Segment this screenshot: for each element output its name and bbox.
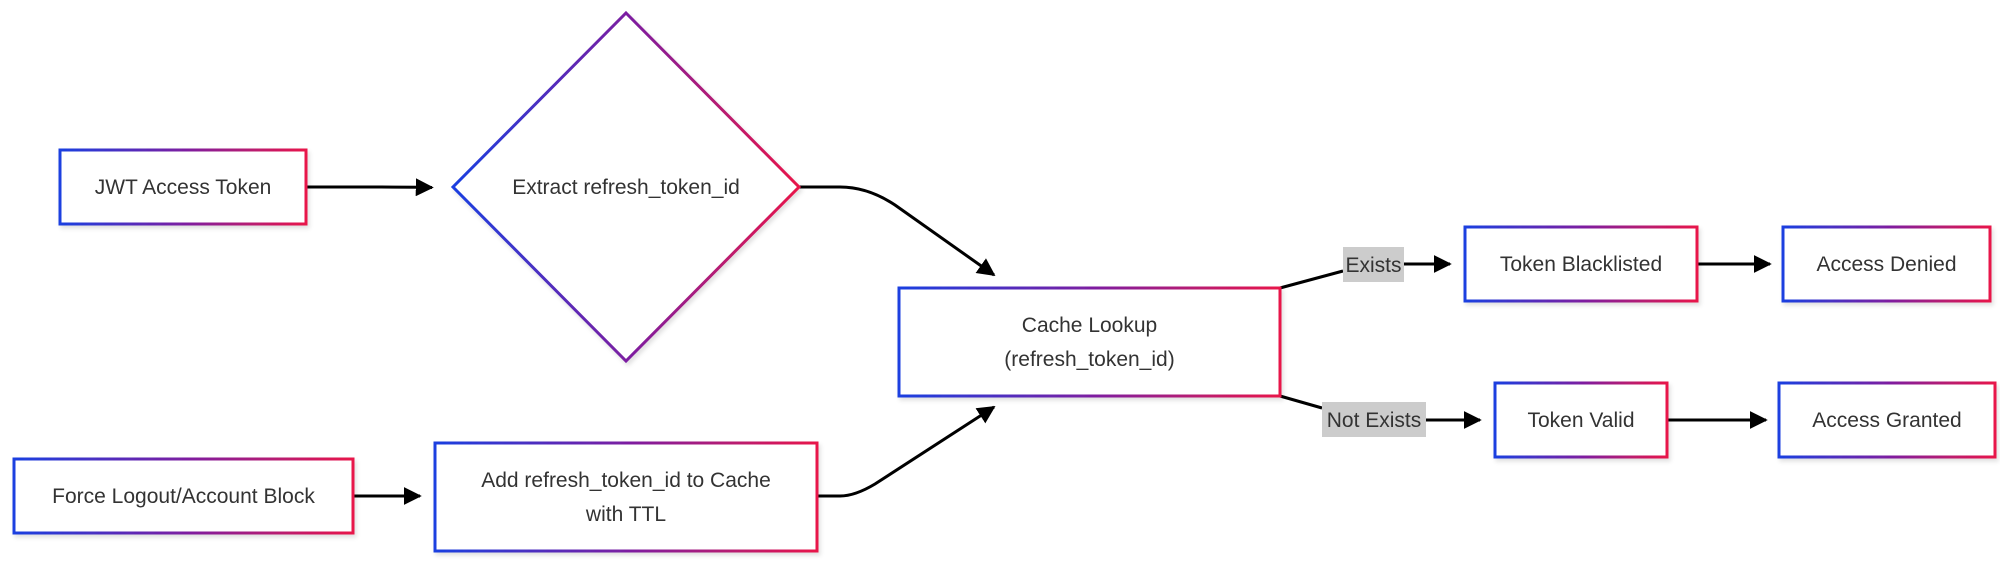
node-add-to-cache-label-line2: with TTL: [585, 503, 666, 526]
node-access-granted-label: Access Granted: [1812, 409, 1961, 432]
edge-jwt-to-extract: [306, 178, 434, 197]
node-jwt-access-token-label: JWT Access Token: [95, 176, 272, 199]
edge-extract-to-cache-lookup: [799, 185, 996, 277]
edge-label-exists-text: Exists: [1345, 254, 1401, 277]
edge-label-exists: Exists: [1343, 247, 1404, 282]
node-add-refresh-token-to-cache: Add refresh_token_id to Cache with TTL: [433, 441, 819, 553]
edge-label-not-exists: Not Exists: [1322, 402, 1426, 437]
node-token-valid-label: Token Valid: [1527, 409, 1634, 432]
node-token-blacklisted: Token Blacklisted: [1463, 225, 1699, 303]
node-add-to-cache-label-line1: Add refresh_token_id to Cache: [481, 469, 771, 492]
node-access-granted: Access Granted: [1777, 381, 1997, 459]
node-extract-refresh-token-id: Extract refresh_token_id: [450, 10, 802, 364]
edge-cache-lookup-to-not-exists-label: [1279, 394, 1323, 410]
node-force-logout-account-block: Force Logout/Account Block: [12, 457, 355, 535]
node-jwt-access-token: JWT Access Token: [58, 148, 308, 226]
node-token-valid: Token Valid: [1493, 381, 1669, 459]
edge-add-cache-to-cache-lookup: [817, 405, 996, 498]
edge-label-not-exists-text: Not Exists: [1327, 409, 1422, 432]
node-cache-lookup-label-line1: Cache Lookup: [1022, 314, 1157, 337]
node-cache-lookup-label-line2: (refresh_token_id): [1004, 348, 1174, 371]
edges: [306, 178, 1772, 505]
edge-cache-lookup-to-exists-label: [1279, 269, 1344, 290]
node-access-denied-label: Access Denied: [1816, 253, 1956, 276]
node-force-logout-label: Force Logout/Account Block: [52, 485, 315, 508]
node-access-denied: Access Denied: [1781, 225, 1992, 303]
node-token-blacklisted-label: Token Blacklisted: [1500, 253, 1662, 276]
node-cache-lookup: Cache Lookup (refresh_token_id): [897, 286, 1282, 398]
node-extract-refresh-token-id-label: Extract refresh_token_id: [512, 176, 740, 199]
